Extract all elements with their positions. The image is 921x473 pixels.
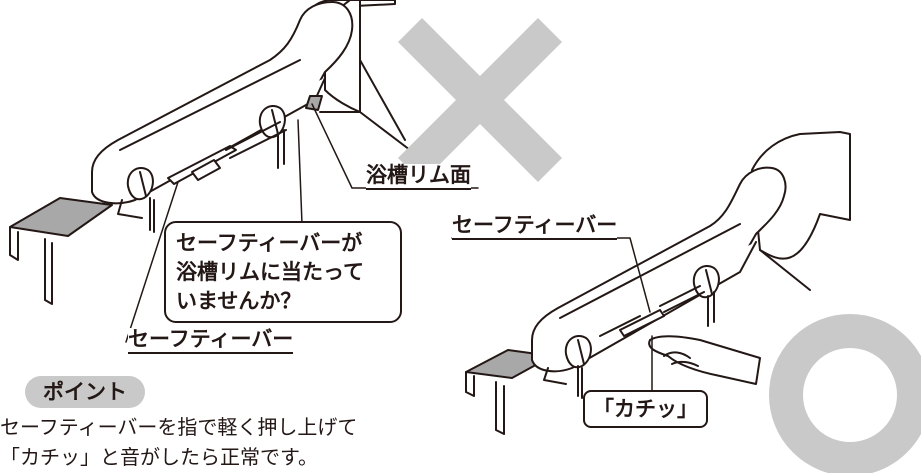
hinge-right-2 bbox=[692, 265, 720, 299]
toilet-rim-left bbox=[319, 59, 411, 151]
callout-box: セーフティーバーが 浴槽リムに当たって いませんか？ bbox=[164, 221, 402, 323]
correct-illustration bbox=[451, 131, 851, 435]
point-badge: ポイント bbox=[25, 376, 145, 408]
incorrect-x-mark bbox=[397, 17, 563, 183]
legs-right bbox=[543, 291, 715, 399]
hinge-left-1 bbox=[126, 167, 154, 201]
rim-contact-left bbox=[305, 95, 323, 111]
bench-leg-left bbox=[9, 226, 53, 305]
incorrect-illustration bbox=[9, 0, 479, 343]
callout-line-3: いませんか？ bbox=[176, 289, 302, 313]
safety-bar-right bbox=[619, 309, 665, 337]
hinge-right-1 bbox=[564, 335, 592, 369]
rim-surface-label: 浴槽リム面 bbox=[366, 163, 471, 191]
safety-bar-label-bottom: セーフティーバー bbox=[128, 327, 294, 355]
legs-left bbox=[117, 129, 285, 233]
toilet-side-right bbox=[751, 131, 851, 260]
point-note: セーフティーバーを指で軽く押し上げて 「カチッ」と音がしたら正常です。 bbox=[0, 412, 357, 472]
bench-top-left bbox=[9, 197, 113, 237]
safety-bar-label-right: セーフティーバー bbox=[452, 213, 618, 241]
callout-line-2: 浴槽リムに当たって bbox=[176, 260, 364, 284]
point-note-line-1: セーフティーバーを指で軽く押し上げて bbox=[0, 415, 358, 439]
hand bbox=[648, 335, 761, 385]
seat-edge-left bbox=[119, 59, 301, 151]
leader-safetybar-left bbox=[125, 181, 179, 343]
safety-bar-left bbox=[167, 145, 237, 185]
bench-leg-right bbox=[465, 371, 505, 435]
callout-line-1: セーフティーバーが bbox=[176, 231, 363, 255]
leader-callout-left bbox=[297, 119, 303, 225]
click-sound-label: 「カチッ」 bbox=[583, 390, 708, 428]
correct-o-mark bbox=[769, 314, 921, 473]
point-note-line-2: 「カチッ」と音がしたら正常です。 bbox=[0, 445, 318, 469]
